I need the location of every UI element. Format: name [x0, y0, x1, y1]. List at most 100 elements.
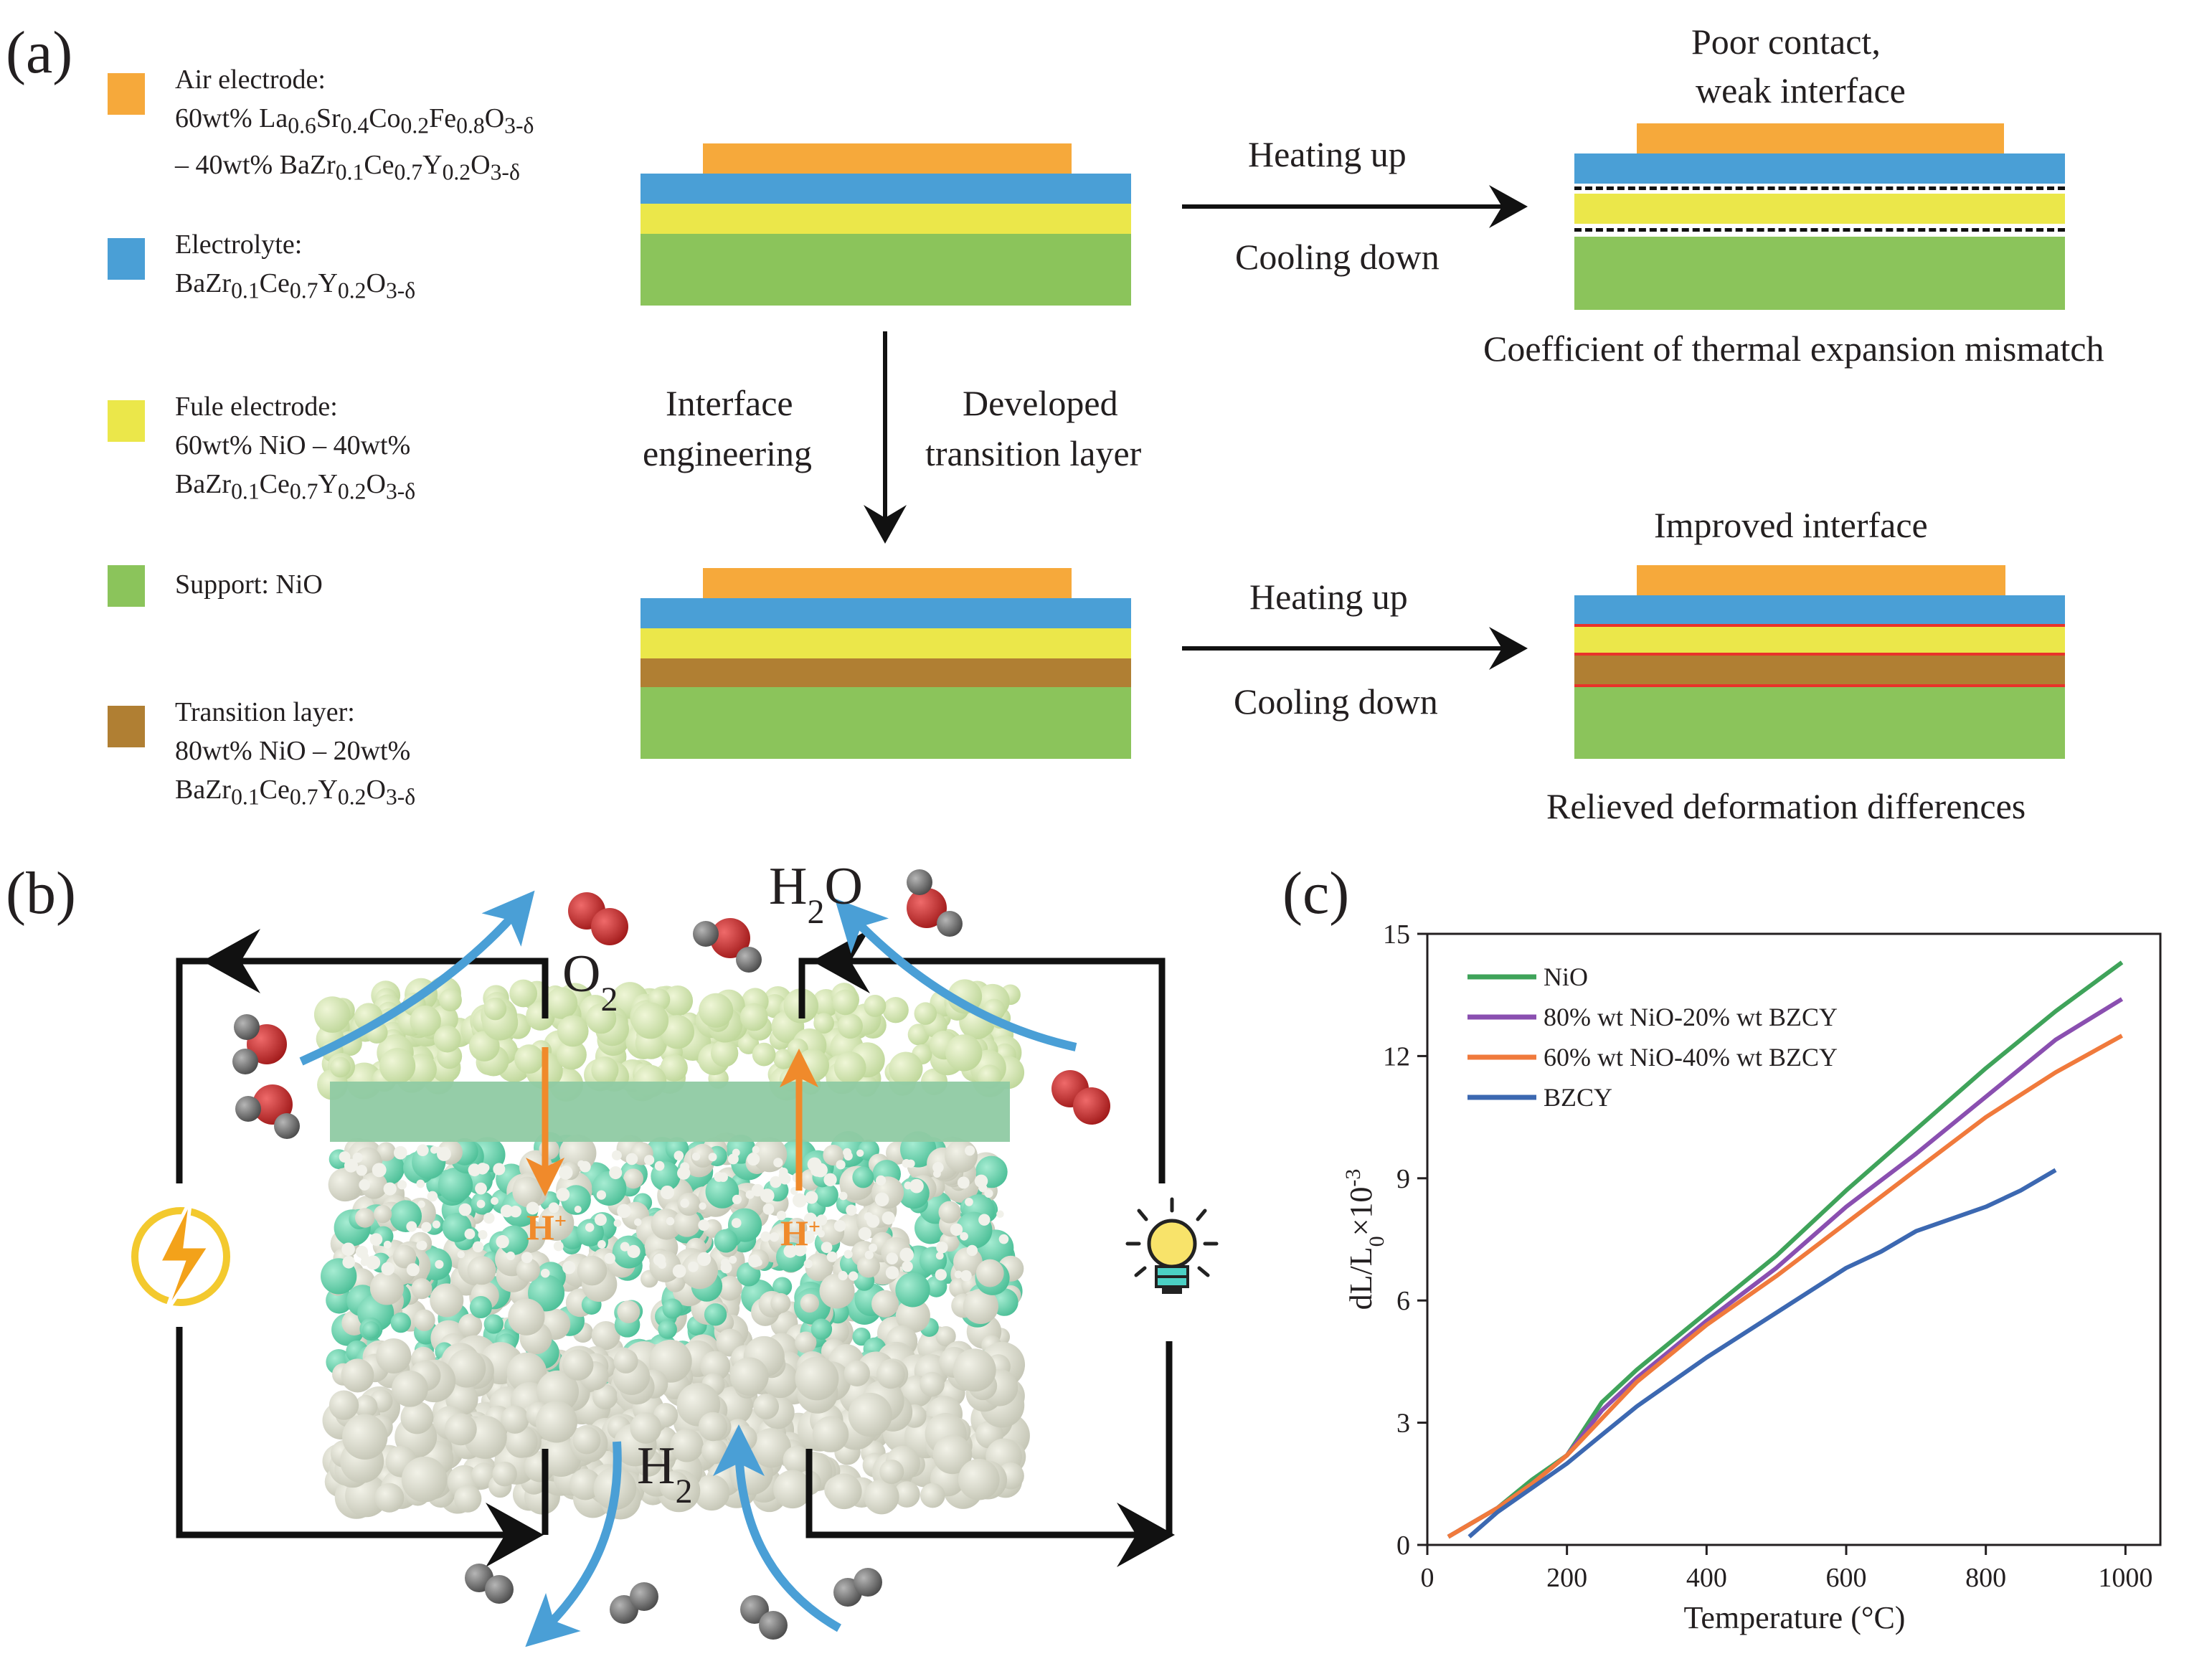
electrode-particle — [342, 1414, 388, 1460]
electrode-particle — [838, 1271, 848, 1281]
electrode-particle — [751, 1183, 765, 1197]
electrode-particle — [341, 1242, 355, 1257]
electrode-particle — [945, 1034, 983, 1072]
electrode-particle — [902, 1158, 911, 1168]
electrode-particle — [469, 1295, 492, 1319]
electrode-particle — [410, 1005, 441, 1037]
electrode-particle — [762, 1203, 775, 1215]
electrode-particle — [700, 1351, 731, 1381]
electrode-particle — [958, 1458, 1000, 1500]
electrode-particle — [879, 1459, 904, 1485]
electrode-particle — [957, 1176, 970, 1189]
electrode-particle — [936, 1242, 948, 1254]
y-tick-label: 3 — [1396, 1409, 1410, 1439]
electrode-particle — [579, 1160, 591, 1173]
electrode-particle — [627, 1244, 641, 1259]
electrode-particle — [885, 1266, 899, 1280]
electrode-particle — [545, 987, 578, 1019]
electrode-particle — [920, 1371, 945, 1397]
electrode-particle — [411, 1278, 433, 1300]
weak-interface-dash — [1574, 186, 2065, 190]
electrode-particle — [699, 993, 734, 1028]
legend-air-electrode-text: Air electrode: 60wt% La0.6Sr0.4Co0.2Fe0.… — [175, 65, 534, 185]
air-electrode-swatch — [108, 73, 145, 115]
electrode-particle — [538, 1205, 575, 1242]
support-layer — [641, 234, 1131, 306]
electrode-particle — [858, 1226, 871, 1241]
electrode-particle — [427, 1191, 438, 1202]
electrode-particle — [592, 1384, 618, 1410]
electrode-particle — [562, 1349, 594, 1381]
weak-interface-dash — [1574, 228, 2065, 232]
electrode-particle — [833, 1051, 866, 1084]
electrode-particle — [498, 1225, 529, 1255]
electrode-particle — [390, 1312, 412, 1333]
electrode-particle — [966, 1244, 978, 1257]
electrode-particle — [613, 1219, 622, 1227]
electrode-particle — [760, 1231, 771, 1242]
electrolyte-layer — [641, 174, 1131, 204]
electrode-particle — [458, 1313, 483, 1338]
electrode-particle — [483, 1314, 504, 1334]
electrode-particle — [904, 1181, 912, 1190]
electrode-particle — [406, 1221, 417, 1232]
electrode-particle — [342, 1256, 355, 1269]
light-bulb-icon — [1125, 1197, 1219, 1294]
electrode-particle — [355, 1245, 369, 1258]
y-axis-title: dL/L0×10-3 — [1341, 1169, 1389, 1310]
electrode-particle — [843, 1249, 853, 1259]
electrode-particle — [711, 1039, 739, 1067]
electrode-particle — [998, 1234, 1009, 1244]
developed-1: Developed — [963, 383, 1118, 423]
top-cooling-label: Cooling down — [1235, 237, 1440, 277]
electrode-particle — [476, 1163, 489, 1175]
electrode-particle — [537, 1370, 579, 1413]
electrode-particle — [856, 1149, 864, 1157]
electrode-particle — [745, 1190, 755, 1199]
electrode-particle — [330, 1056, 351, 1078]
fuel-electrode-layer — [1574, 194, 2065, 224]
electrode-particle — [369, 1271, 404, 1305]
electrode-particle — [341, 1358, 374, 1392]
electrode-particle — [889, 1051, 923, 1086]
electrode-particle — [871, 1290, 899, 1318]
electrode-particle — [739, 1003, 768, 1031]
electrode-particle — [630, 1412, 662, 1444]
electrode-particle — [506, 1352, 547, 1393]
electrode-particle — [950, 1223, 963, 1237]
electrode-particle — [509, 979, 538, 1008]
x-axis-title: Temperature (°C) — [1684, 1600, 1906, 1635]
electrode-particle — [849, 1271, 859, 1281]
electrode-particle — [501, 1405, 529, 1434]
electrode-particle — [732, 1194, 742, 1204]
transition-layer — [641, 658, 1131, 687]
electrode-particle — [585, 1223, 595, 1232]
electrode-particle — [475, 1182, 487, 1195]
left-circuit-wire — [176, 958, 208, 1183]
electrode-particle — [857, 1254, 880, 1278]
electrode-particle — [344, 1158, 359, 1173]
electrode-particle — [816, 1214, 828, 1226]
electrode-particle — [984, 1188, 993, 1198]
electrode-particle — [846, 1204, 857, 1216]
electrode-particle — [397, 1180, 407, 1190]
electrode-particle — [783, 1244, 798, 1258]
electrode-particle — [535, 1401, 578, 1443]
interface-engineering-2: engineering — [643, 433, 813, 473]
electrode-particle — [886, 1252, 899, 1264]
electrode-particle — [591, 1321, 620, 1351]
bottom-cooling-label: Cooling down — [1234, 681, 1438, 722]
electrode-particle — [852, 1166, 874, 1188]
electrode-particle — [442, 1212, 472, 1242]
electrode-particle — [895, 1298, 930, 1333]
electrode-particle — [392, 1370, 428, 1407]
electrode-particle — [620, 1242, 630, 1252]
electrode-particle — [779, 1167, 788, 1177]
fuel-electrode-layer — [641, 628, 1131, 658]
panel-c-label: (c) — [1282, 860, 1350, 927]
electrode-particle — [770, 1176, 782, 1188]
electrode-particle — [975, 1259, 1004, 1287]
electrode-particle — [869, 1243, 878, 1252]
electrode-particle — [526, 1201, 539, 1215]
